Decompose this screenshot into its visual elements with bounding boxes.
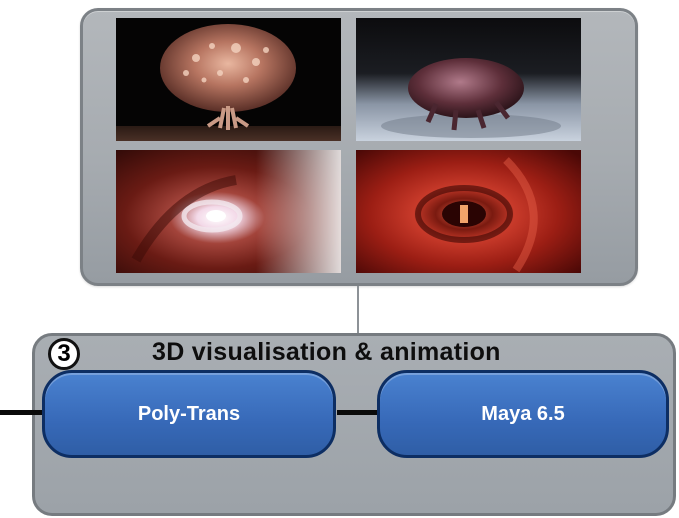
step-label: Poly-Trans [137, 402, 241, 425]
step-box-maya: Maya 6.5 [377, 370, 669, 458]
rendering-red-tunnel-thumbnail [356, 150, 581, 273]
step-label: Maya 6.5 [481, 402, 565, 425]
rendering-tree-thumbnail [116, 18, 341, 141]
rendering-organ-thumbnail [356, 18, 581, 141]
connector-line [357, 286, 359, 336]
section-title: 3D visualisation & animation [152, 338, 501, 366]
step-box-poly-trans: Poly-Trans [42, 370, 336, 458]
rendering-vessel-tunnel-thumbnail [116, 150, 341, 273]
step-number-badge: 3 [48, 338, 80, 370]
